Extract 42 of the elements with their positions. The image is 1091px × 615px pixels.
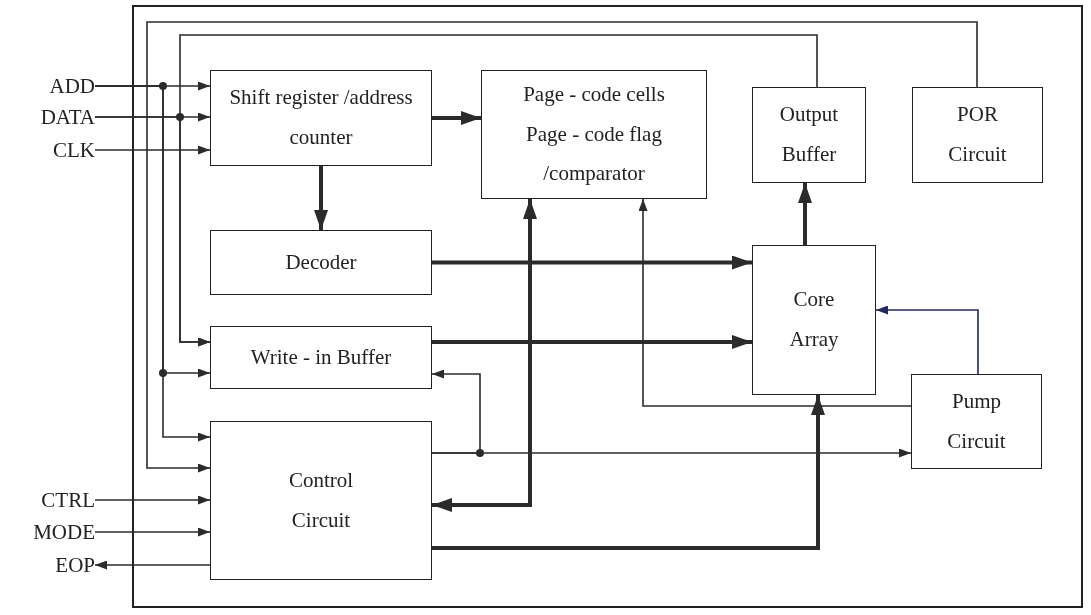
arrow bbox=[432, 335, 752, 349]
arrow bbox=[146, 21, 978, 473]
pin-label: DATA bbox=[40, 106, 95, 128]
block-label: Core Array bbox=[788, 286, 840, 353]
block-label: Page - code cells bbox=[523, 80, 665, 108]
arrow bbox=[432, 395, 825, 550]
block-label: Shift register /address counter bbox=[228, 84, 414, 151]
pin-label: MODE bbox=[33, 521, 95, 543]
arrow bbox=[638, 198, 912, 407]
arrow bbox=[432, 255, 752, 270]
block bbox=[210, 326, 432, 389]
arrow bbox=[432, 199, 537, 512]
block-label: Output Buffer bbox=[778, 101, 840, 168]
arrow bbox=[94, 527, 211, 537]
arrow bbox=[94, 145, 211, 155]
block bbox=[752, 245, 876, 395]
pin-label: EOP bbox=[55, 554, 95, 576]
arrow bbox=[798, 183, 812, 245]
arrow bbox=[875, 305, 979, 375]
block-label: Page - code flag /comparator bbox=[525, 120, 663, 188]
block bbox=[911, 374, 1042, 469]
arrow bbox=[94, 495, 211, 505]
block-label: Write - in Buffer bbox=[250, 343, 392, 371]
pin-label: CLK bbox=[53, 139, 95, 161]
arrow bbox=[314, 166, 328, 230]
arrow bbox=[431, 369, 481, 454]
arrow bbox=[94, 560, 211, 570]
block bbox=[481, 70, 707, 199]
arrow bbox=[94, 85, 211, 442]
block-label: POR Circuit bbox=[947, 101, 1008, 168]
block bbox=[210, 421, 432, 580]
pin-label: ADD bbox=[49, 75, 95, 97]
block-label: Control Circuit bbox=[287, 466, 355, 534]
arrow bbox=[432, 111, 481, 125]
block bbox=[210, 70, 432, 166]
block bbox=[210, 230, 432, 295]
block bbox=[752, 87, 866, 183]
block bbox=[912, 87, 1043, 183]
pin-label: CTRL bbox=[41, 489, 95, 511]
block-label: Decoder bbox=[285, 248, 357, 276]
arrow bbox=[179, 34, 818, 347]
block-label: Pump Circuit bbox=[946, 387, 1007, 455]
